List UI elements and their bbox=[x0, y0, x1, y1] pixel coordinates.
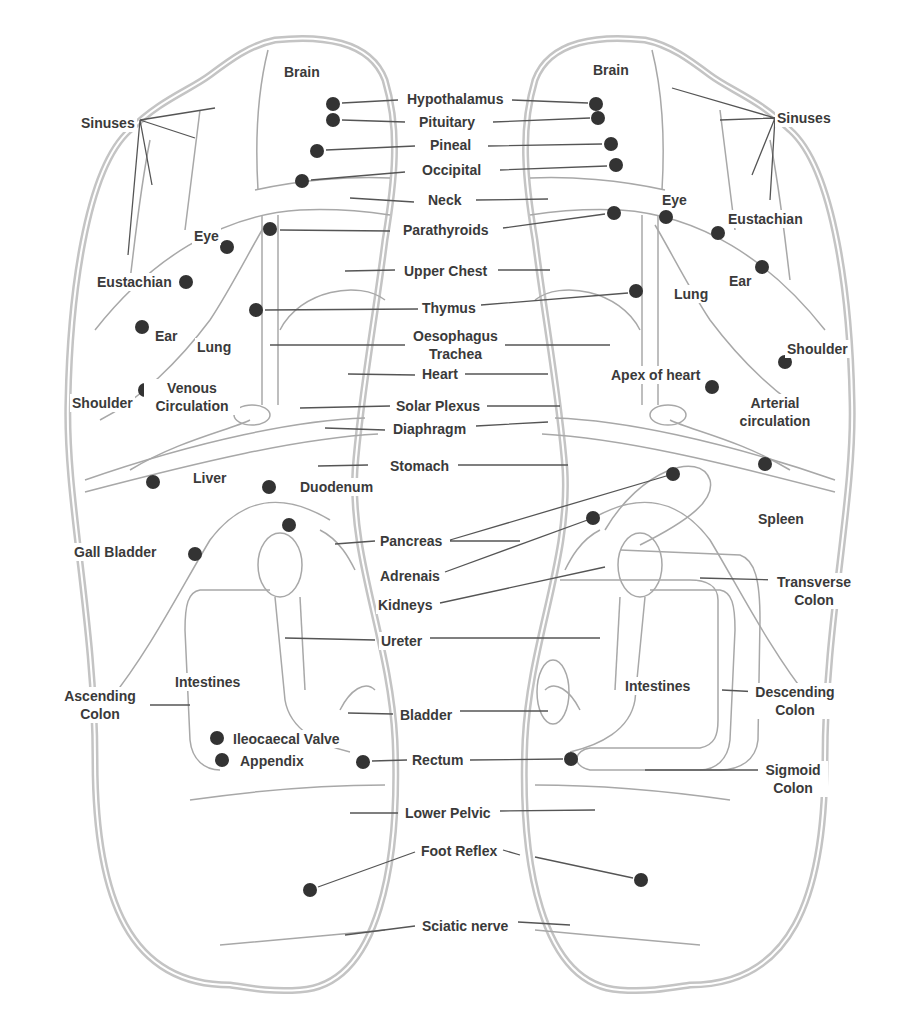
organ-label: Intestines bbox=[173, 673, 242, 691]
organ-label: Sigmoid Colon bbox=[758, 761, 828, 797]
organ-label: Oesophagus Trachea bbox=[406, 327, 505, 363]
organ-label: Transverse Colon bbox=[768, 573, 860, 609]
organ-label: Solar Plexus bbox=[394, 397, 482, 415]
organ-label: Occipital bbox=[420, 161, 483, 179]
organ-label: Brain bbox=[591, 61, 631, 79]
organ-label: Hypothalamus bbox=[405, 90, 505, 108]
organ-label: Lung bbox=[672, 285, 710, 303]
organ-label: Ear bbox=[153, 327, 180, 345]
organ-label: Eustachian bbox=[726, 210, 805, 228]
organ-label: Eye bbox=[192, 227, 221, 245]
organ-label: Apex of heart bbox=[609, 366, 702, 384]
organ-label: Lower Pelvic bbox=[403, 804, 493, 822]
organ-label: Stomach bbox=[388, 457, 451, 475]
organ-label: Spleen bbox=[756, 510, 806, 528]
organ-label: Shoulder bbox=[70, 394, 135, 412]
organ-label: Bladder bbox=[398, 706, 454, 724]
organ-label: Pineal bbox=[428, 136, 473, 154]
organ-label: Brain bbox=[282, 63, 322, 81]
organ-label: Diaphragm bbox=[391, 420, 468, 438]
organ-label: Rectum bbox=[410, 751, 465, 769]
organ-label: Eustachian bbox=[95, 273, 174, 291]
organ-label: Ascending Colon bbox=[57, 687, 143, 723]
organ-label: Kidneys bbox=[376, 596, 434, 614]
organ-label: Eye bbox=[660, 191, 689, 209]
organ-label: Foot Reflex bbox=[419, 842, 499, 860]
organ-label: Gall Bladder bbox=[72, 543, 158, 561]
organ-label: Duodenum bbox=[298, 478, 375, 496]
organ-label: Ear bbox=[727, 272, 754, 290]
organ-label: Arterial circulation bbox=[729, 394, 821, 430]
organ-label: Thymus bbox=[420, 299, 478, 317]
organ-label: Ureter bbox=[379, 632, 424, 650]
organ-label: Liver bbox=[191, 469, 228, 487]
organ-label: Sinuses bbox=[775, 109, 833, 127]
organ-label: Heart bbox=[420, 365, 460, 383]
organ-label: Descending Colon bbox=[748, 683, 842, 719]
organ-label: Appendix bbox=[238, 752, 306, 770]
organ-label: Upper Chest bbox=[402, 262, 489, 280]
organ-label: Neck bbox=[426, 191, 463, 209]
organ-label: Pancreas bbox=[378, 532, 444, 550]
organ-label: Parathyroids bbox=[401, 221, 491, 239]
organ-label: Lung bbox=[195, 338, 233, 356]
organ-label: Intestines bbox=[623, 677, 692, 695]
organ-label: Venous Circulation bbox=[144, 379, 240, 415]
organ-label: Shoulder bbox=[785, 340, 850, 358]
organ-label: Sinuses bbox=[79, 114, 137, 132]
organ-label: Ileocaecal Valve bbox=[231, 730, 342, 748]
organ-label: Sciatic nerve bbox=[420, 917, 510, 935]
organ-label: Adrenais bbox=[378, 567, 442, 585]
organ-label: Pituitary bbox=[417, 113, 477, 131]
